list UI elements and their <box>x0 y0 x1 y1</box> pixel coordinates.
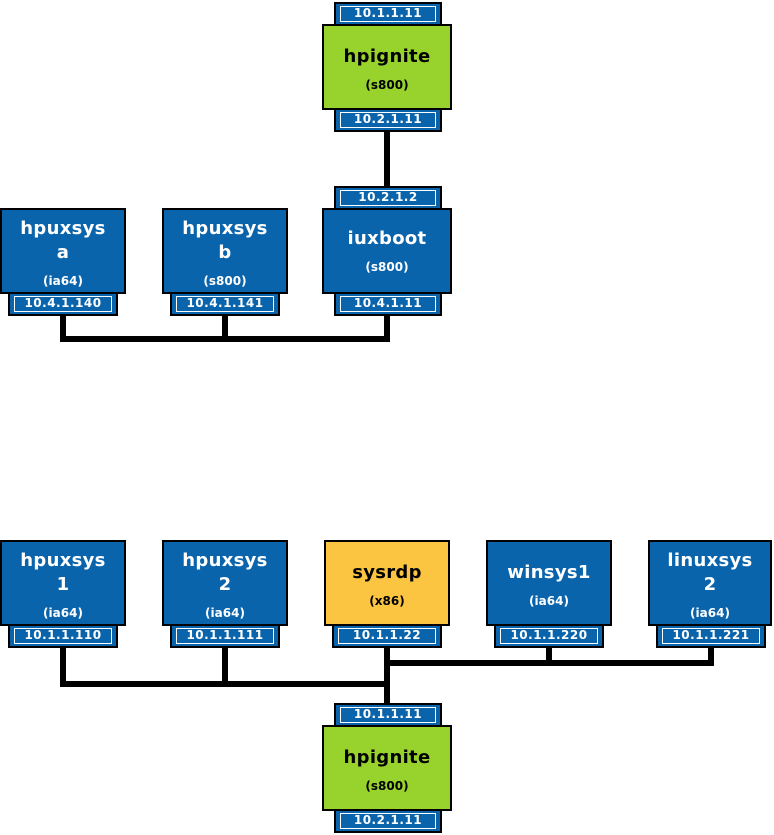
host-arch: (s800) <box>203 274 247 288</box>
host-name: hpignite <box>343 46 431 67</box>
host-box: hpuxsys 2 (ia64) <box>162 540 288 626</box>
host-arch: (ia64) <box>43 606 83 620</box>
ip-label: 10.4.1.11 <box>334 292 442 316</box>
host-box: linuxsys 2 (ia64) <box>648 540 772 626</box>
host-name-line2: 1 <box>56 574 70 595</box>
host-arch: (ia64) <box>690 606 730 620</box>
ip-label: 10.1.1.11 <box>334 703 442 727</box>
host-name-line2: 2 <box>218 574 232 595</box>
ip-label: 10.4.1.140 <box>8 292 118 316</box>
host-arch: (ia64) <box>529 594 569 608</box>
ip-label: 10.1.1.110 <box>8 624 118 648</box>
host-name-line2: b <box>218 242 232 263</box>
host-arch: (x86) <box>369 594 405 608</box>
host-arch: (s800) <box>365 779 409 793</box>
host-box: hpuxsys 1 (ia64) <box>0 540 126 626</box>
host-name-line1: hpuxsys <box>20 218 106 239</box>
ip-label: 10.1.1.22 <box>332 624 442 648</box>
host-name: sysrdp <box>352 562 422 583</box>
ip-label: 10.2.1.11 <box>334 809 442 833</box>
host-name-line2: a <box>56 242 70 263</box>
host-box: sysrdp (x86) <box>324 540 450 626</box>
host-name: hpignite <box>343 747 431 768</box>
host-name: iuxboot <box>347 228 427 249</box>
host-arch: (ia64) <box>43 274 83 288</box>
ip-label: 10.2.1.2 <box>334 186 442 210</box>
host-name-line1: hpuxsys <box>182 550 268 571</box>
host-arch: (s800) <box>365 78 409 92</box>
host-box: hpuxsys a (ia64) <box>0 208 126 294</box>
ip-label: 10.1.1.221 <box>656 624 766 648</box>
ip-label: 10.2.1.11 <box>334 108 442 132</box>
ip-label: 10.4.1.141 <box>170 292 280 316</box>
host-arch: (ia64) <box>205 606 245 620</box>
host-box: hpignite (s800) <box>322 725 452 811</box>
host-box: winsys1 (ia64) <box>486 540 612 626</box>
ip-label: 10.1.1.220 <box>494 624 604 648</box>
ip-label: 10.1.1.11 <box>334 2 442 26</box>
host-name: winsys1 <box>507 562 591 583</box>
host-box: hpignite (s800) <box>322 24 452 110</box>
host-arch: (s800) <box>365 260 409 274</box>
host-box: iuxboot (s800) <box>322 208 452 294</box>
host-name-line2: 2 <box>703 574 717 595</box>
ip-label: 10.1.1.111 <box>170 624 280 648</box>
host-box: hpuxsys b (s800) <box>162 208 288 294</box>
host-name-line1: hpuxsys <box>20 550 106 571</box>
host-name-line1: linuxsys <box>667 550 753 571</box>
host-name-line1: hpuxsys <box>182 218 268 239</box>
